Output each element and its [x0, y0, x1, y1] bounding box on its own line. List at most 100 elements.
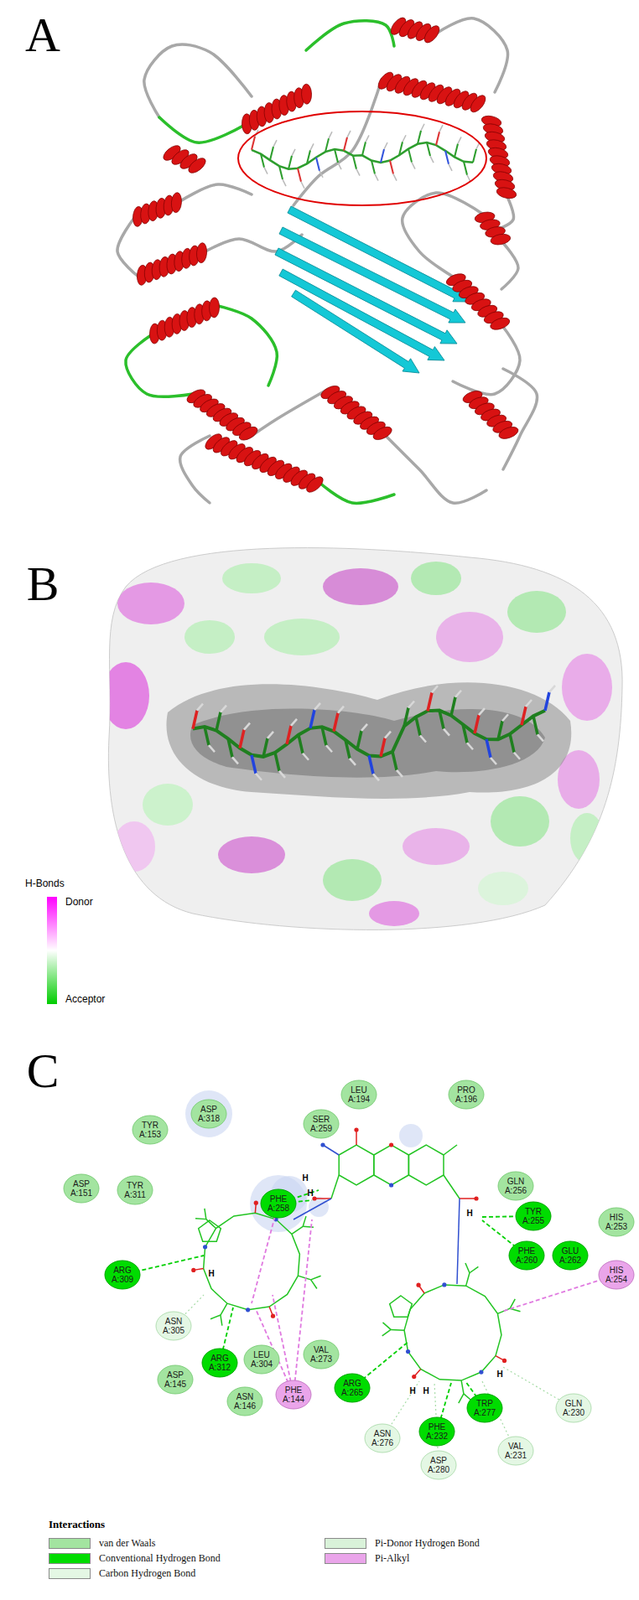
residue-circle: [448, 1080, 484, 1110]
ligand-branch: [426, 142, 431, 156]
residue-node: PHE A:260: [508, 1241, 546, 1272]
ligand-branch: [204, 727, 209, 746]
ligand-branch: [334, 149, 338, 163]
atom: [389, 1142, 394, 1148]
ligand-branch: [427, 692, 432, 712]
alpha-helix-turn: [301, 83, 312, 104]
ligand-branch: [343, 137, 348, 151]
ligand-branch: [251, 136, 255, 151]
ligand-hydrogen: [448, 164, 452, 172]
ligand-sticks: [192, 711, 546, 758]
surface-patch: [368, 901, 420, 927]
ligand-hydrogen: [279, 771, 286, 779]
bond: [220, 1303, 228, 1316]
ligand-hydrogen: [267, 732, 274, 739]
ligand-branch: [357, 731, 362, 750]
atom: [320, 1142, 325, 1148]
atom: [405, 1350, 411, 1355]
bond: [457, 1199, 460, 1285]
ligand-hydrogen: [490, 758, 497, 765]
hydrogen-atom: H: [422, 1387, 429, 1398]
residue-circle: [498, 1437, 534, 1466]
hbond-gradient-bar: [46, 897, 58, 1005]
hydrogen-atom: H: [301, 1174, 308, 1185]
ligand-hydrogen: [365, 135, 369, 142]
surface-patch: [218, 836, 286, 874]
bond: [204, 1209, 207, 1221]
residue-label: ASP A:280: [427, 1456, 450, 1476]
ligand-branch: [297, 168, 302, 182]
atom: [202, 1245, 208, 1250]
ligand-hydrogen: [374, 174, 379, 182]
atom: [353, 1127, 359, 1133]
ligand-branch: [486, 739, 491, 759]
legend-swatch: [324, 1553, 367, 1565]
ligand-hydrogen: [396, 770, 403, 778]
ligand-branch: [462, 724, 468, 743]
legend-text: van der Waals: [98, 1537, 156, 1551]
ligand-branch: [260, 154, 265, 168]
alpha-helix-turn: [208, 297, 220, 318]
alpha-helix-turn: [495, 186, 518, 201]
beta-strand: [277, 223, 469, 330]
residue-node: HIS A:254: [597, 1260, 635, 1291]
ligand-branch: [454, 143, 458, 157]
residue-label: ASP A:318: [197, 1105, 220, 1124]
residue-node: ASN A:305: [155, 1311, 193, 1342]
ligand-hydrogen: [443, 729, 450, 737]
bond: [443, 1145, 458, 1156]
ligand-hydrogen: [361, 724, 368, 732]
coil: [306, 20, 395, 51]
residue-circle: [598, 1208, 634, 1237]
residue-label: PHE A:260: [515, 1246, 538, 1266]
alpha-helix-turn: [467, 93, 489, 115]
surface-patch: [436, 612, 504, 663]
ligand-hydrogen: [439, 124, 443, 132]
coil: [218, 306, 277, 386]
coil: [159, 117, 244, 143]
residue-circle: [419, 1418, 455, 1447]
residue-label: GLU A:262: [559, 1246, 582, 1266]
residue-node: VAL A:231: [497, 1436, 535, 1467]
panel-letter: C: [26, 1046, 60, 1098]
residue-node: PHE A:258: [259, 1189, 297, 1220]
alpha-helix-turn: [196, 242, 208, 264]
alpha-helix-turn: [371, 424, 395, 443]
proline-ring: [198, 1220, 222, 1242]
residue-label: GLN A:230: [562, 1399, 585, 1419]
interaction-line: [272, 1295, 294, 1396]
panel-letter: B: [26, 559, 60, 611]
ligand-hydrogen: [290, 719, 297, 727]
ligand-hydrogen: [467, 742, 473, 750]
bond: [302, 1216, 307, 1227]
ligand-hydrogen: [478, 708, 485, 716]
bond: [291, 1226, 303, 1235]
hydrogen-atom: H: [306, 1189, 313, 1200]
ligand-branch: [286, 726, 291, 745]
residue-label: ARG A:265: [341, 1379, 364, 1398]
ribbon-panel: [117, 15, 538, 504]
ligand-hydrogen: [549, 685, 556, 693]
residue-node: GLU A:262: [551, 1241, 589, 1272]
aromatic-ring: [408, 1145, 444, 1186]
residue-node: TYR A:311: [116, 1175, 154, 1206]
residue-circle: [244, 1345, 280, 1375]
ligand-hydrogen: [337, 162, 342, 170]
ligand-branch: [436, 131, 440, 146]
surface-patch: [142, 784, 193, 827]
ligand-branch: [404, 707, 409, 727]
bond: [458, 1394, 464, 1404]
legend-swatch: [48, 1553, 91, 1565]
surface-patch: [410, 561, 462, 596]
bond: [314, 1198, 332, 1201]
ligand-branch: [251, 755, 256, 775]
coil: [385, 436, 487, 504]
residue-circle: [155, 1312, 192, 1341]
coil: [318, 482, 395, 504]
residue-label: ARG A:312: [208, 1354, 231, 1373]
gradient-title: H-Bonds: [25, 878, 65, 890]
residue-node: ASP A:280: [420, 1450, 458, 1481]
ligand-branch: [345, 740, 350, 759]
ligand-hydrogen: [420, 736, 426, 743]
ligand-hydrogen: [273, 140, 277, 147]
